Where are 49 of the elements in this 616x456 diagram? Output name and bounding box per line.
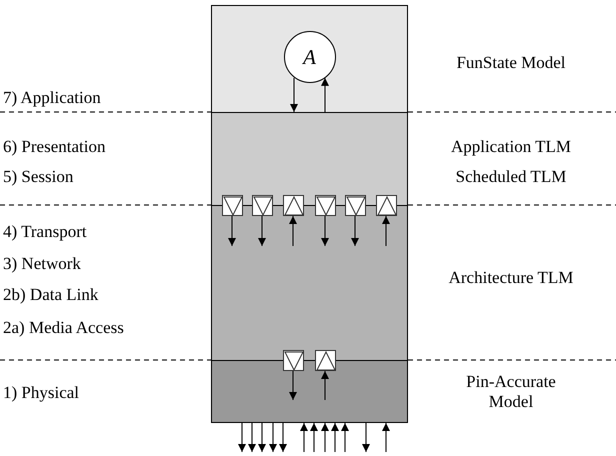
arrow bbox=[321, 216, 329, 246]
layer-label: 5) Session bbox=[3, 167, 74, 187]
port-box bbox=[345, 195, 366, 216]
port-box bbox=[283, 195, 304, 216]
arrow bbox=[300, 422, 308, 452]
port-box bbox=[315, 350, 336, 371]
layer-band bbox=[211, 112, 408, 206]
model-label: Architecture TLM bbox=[448, 268, 574, 288]
model-label: Scheduled TLM bbox=[454, 167, 568, 187]
arrow bbox=[341, 422, 349, 452]
arrow bbox=[382, 422, 390, 452]
arrow bbox=[289, 370, 297, 400]
arrow bbox=[321, 77, 329, 112]
arrow bbox=[269, 422, 277, 452]
layer-label: 3) Network bbox=[3, 254, 81, 274]
layer-label: 2b) Data Link bbox=[3, 285, 98, 305]
model-label: Pin-Accurate Model bbox=[465, 372, 557, 412]
arrow bbox=[248, 422, 256, 452]
arrow bbox=[238, 422, 246, 452]
model-label: Application TLM bbox=[450, 137, 572, 157]
model-label: FunState Model bbox=[455, 53, 567, 73]
arrow bbox=[321, 370, 329, 400]
arrow bbox=[228, 216, 236, 246]
arrow bbox=[290, 77, 298, 112]
arrow bbox=[382, 216, 390, 246]
port-box bbox=[376, 195, 397, 216]
arrow bbox=[362, 422, 370, 452]
port-box bbox=[315, 195, 336, 216]
arrow bbox=[321, 422, 329, 452]
arrow bbox=[289, 216, 297, 246]
layer-label: 6) Presentation bbox=[3, 137, 106, 157]
layer-band bbox=[211, 5, 408, 113]
port-box bbox=[283, 350, 304, 371]
port-box bbox=[222, 195, 243, 216]
layer-label: 2a) Media Access bbox=[3, 318, 124, 338]
layer-band bbox=[211, 360, 408, 423]
layer-label: 7) Application bbox=[3, 88, 101, 108]
circle-label: A bbox=[303, 44, 316, 70]
layer-label: 4) Transport bbox=[3, 222, 87, 242]
layer-label: 1) Physical bbox=[3, 383, 80, 403]
arrow bbox=[331, 422, 339, 452]
arrow bbox=[258, 422, 266, 452]
process-circle bbox=[284, 31, 336, 83]
arrow bbox=[258, 216, 266, 246]
layer-band bbox=[211, 205, 408, 361]
arrow bbox=[279, 422, 287, 452]
port-box bbox=[252, 195, 273, 216]
arrow bbox=[310, 422, 318, 452]
arrow bbox=[351, 216, 359, 246]
